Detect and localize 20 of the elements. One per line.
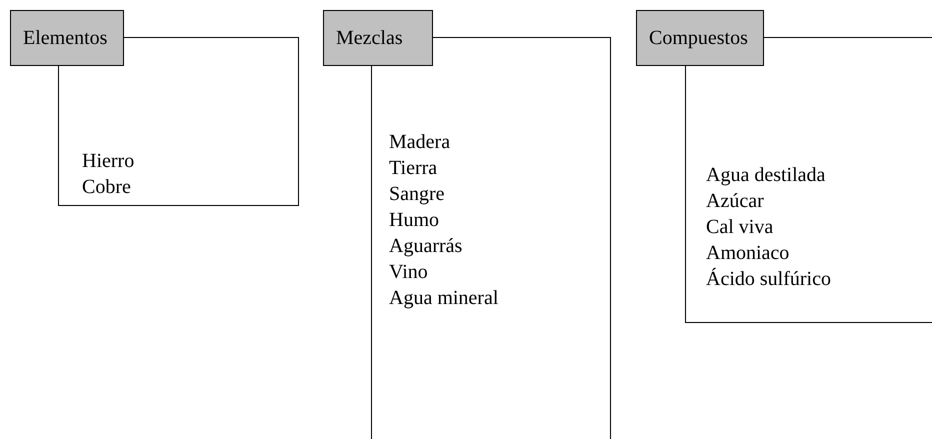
- category-title: Mezclas: [336, 26, 403, 50]
- list-item: Cal viva: [706, 215, 774, 240]
- category-header: [636, 10, 764, 66]
- category-title: Compuestos: [649, 26, 748, 50]
- list-item: Sangre: [389, 182, 445, 207]
- list-item: Ácido sulfúrico: [706, 266, 831, 292]
- category-header: [10, 10, 124, 66]
- list-item: Cobre: [82, 175, 131, 200]
- list-item: Amoniaco: [706, 241, 790, 266]
- list-item: Madera: [389, 130, 450, 155]
- list-item: Vino: [389, 260, 428, 285]
- list-item: Agua mineral: [389, 286, 498, 311]
- list-item: Agua destilada: [706, 163, 826, 188]
- list-item: Aguarrás: [389, 234, 462, 259]
- list-item: Azúcar: [706, 189, 764, 214]
- list-item: Tierra: [389, 156, 438, 181]
- category-header: [323, 10, 433, 66]
- list-item: Humo: [389, 208, 439, 233]
- list-item: Hierro: [82, 149, 134, 174]
- category-title: Elementos: [23, 26, 108, 50]
